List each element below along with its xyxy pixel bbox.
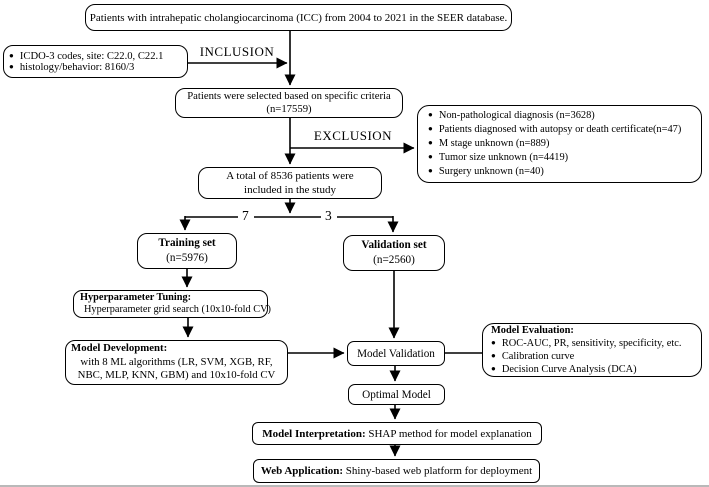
optimal-model-text: Optimal Model [362,388,431,401]
model-development-title: Model Development: [71,342,168,355]
model-development-line2: NBC, MLP, KNN, GBM) and 10x10-fold CV [77,369,276,382]
box-training-set: Training set (n=5976) [137,233,237,269]
box-validation-set: Validation set (n=2560) [343,235,445,271]
model-evaluation-item: Decision Curve Analysis (DCA) [501,364,637,375]
bullet-icon: ● [428,124,433,133]
web-application-text: Web Application: Shiny-based web platfor… [261,465,532,477]
box-inclusion-criteria: ● ICDO-3 codes, site: C22.0, C22.1 ● his… [3,45,188,78]
source-text: Patients with intrahepatic cholangiocarc… [89,11,508,24]
validation-set-n: (n=2560) [373,254,415,266]
split-ratio-left: 7 [242,208,249,223]
model-interpretation-body: SHAP method for model explanation [365,427,532,440]
web-application-body: Shiny-based web platform for deployment [343,465,533,477]
box-model-evaluation: Model Evaluation: ● ROC-AUC, PR, sensiti… [482,323,702,377]
bullet-icon: ● [9,61,14,71]
model-validation-text: Model Validation [357,347,435,360]
bullet-icon: ● [491,364,496,373]
box-model-interpretation: Model Interpretation: SHAP method for mo… [252,422,542,445]
box-model-validation: Model Validation [347,341,445,366]
bullet-icon: ● [428,152,433,161]
model-evaluation-row: ● Decision Curve Analysis (DCA) [491,363,697,376]
box-exclusion-criteria: ● Non-pathological diagnosis (n=3628) ● … [417,105,702,183]
model-interpretation-title: Model Interpretation: [262,427,366,440]
box-model-development: Model Development: with 8 ML algorithms … [65,340,288,385]
model-evaluation-row: ● ROC-AUC, PR, sensitivity, specificity,… [491,337,697,350]
exclusion-criteria-item: Patients diagnosed with autopsy or death… [438,124,682,135]
bullet-icon: ● [428,110,433,119]
bullet-icon: ● [428,166,433,175]
web-application-title: Web Application: [260,465,344,477]
inclusion-criteria-item: ICDO-3 codes, site: C22.0, C22.1 [19,50,164,62]
model-evaluation-item: ROC-AUC, PR, sensitivity, specificity, e… [501,338,682,349]
exclusion-criteria-row: ● Non-pathological diagnosis (n=3628) [428,109,697,123]
total-line1: A total of 8536 patients were [226,170,354,182]
exclusion-criteria-item: Non-pathological diagnosis (n=3628) [438,110,595,121]
model-evaluation-item: Calibration curve [501,351,575,362]
model-interpretation-text: Model Interpretation: SHAP method for mo… [262,428,531,440]
bullet-icon: ● [491,351,496,360]
hyperparameter-body: Hyperparameter grid search (10x10-fold C… [84,304,271,315]
bullet-icon: ● [428,138,433,147]
exclusion-criteria-item: Surgery unknown (n=40) [438,166,544,177]
exclusion-criteria-row: ● Surgery unknown (n=40) [428,165,697,179]
hyperparameter-title: Hyperparameter Tuning: [80,291,192,303]
inclusion-criteria-item: histology/behavior: 8160/3 [19,61,135,73]
exclusion-criteria-item: Tumor size unknown (n=4419) [438,152,569,163]
box-optimal-model: Optimal Model [348,384,445,405]
box-selected: Patients were selected based on specific… [175,88,403,118]
model-evaluation-title: Model Evaluation: [491,325,574,336]
box-source: Patients with intrahepatic cholangiocarc… [85,4,512,31]
selected-line1: Patients were selected based on specific… [187,90,391,102]
exclusion-criteria-row: ● Tumor size unknown (n=4419) [428,151,697,165]
bullet-icon: ● [9,50,14,60]
model-development-line1: with 8 ML algorithms (LR, SVM, XGB, RF, [80,355,273,368]
figure-bottom-rule [0,485,709,487]
training-set-n: (n=5976) [166,252,208,264]
inclusion-label: INCLUSION [199,44,275,59]
selected-line2: (n=17559) [266,103,312,115]
split-ratio-right: 3 [325,208,332,223]
box-web-application: Web Application: Shiny-based web platfor… [253,459,540,483]
box-total: A total of 8536 patients were included i… [198,167,382,199]
exclusion-label: EXCLUSION [313,128,393,143]
inclusion-criteria-row: ● histology/behavior: 8160/3 [9,62,182,73]
exclusion-criteria-row: ● M stage unknown (n=889) [428,137,697,151]
total-line2: included in the study [244,184,336,196]
exclusion-criteria-row: ● Patients diagnosed with autopsy or dea… [428,123,697,137]
exclusion-criteria-item: M stage unknown (n=889) [438,138,550,149]
validation-set-title: Validation set [361,239,427,251]
training-set-title: Training set [158,237,216,249]
bullet-icon: ● [491,338,496,347]
inclusion-criteria-row: ● ICDO-3 codes, site: C22.0, C22.1 [9,51,182,62]
box-hyperparameter-tuning: Hyperparameter Tuning: Hyperparameter gr… [73,290,271,318]
model-evaluation-row: ● Calibration curve [491,350,697,363]
